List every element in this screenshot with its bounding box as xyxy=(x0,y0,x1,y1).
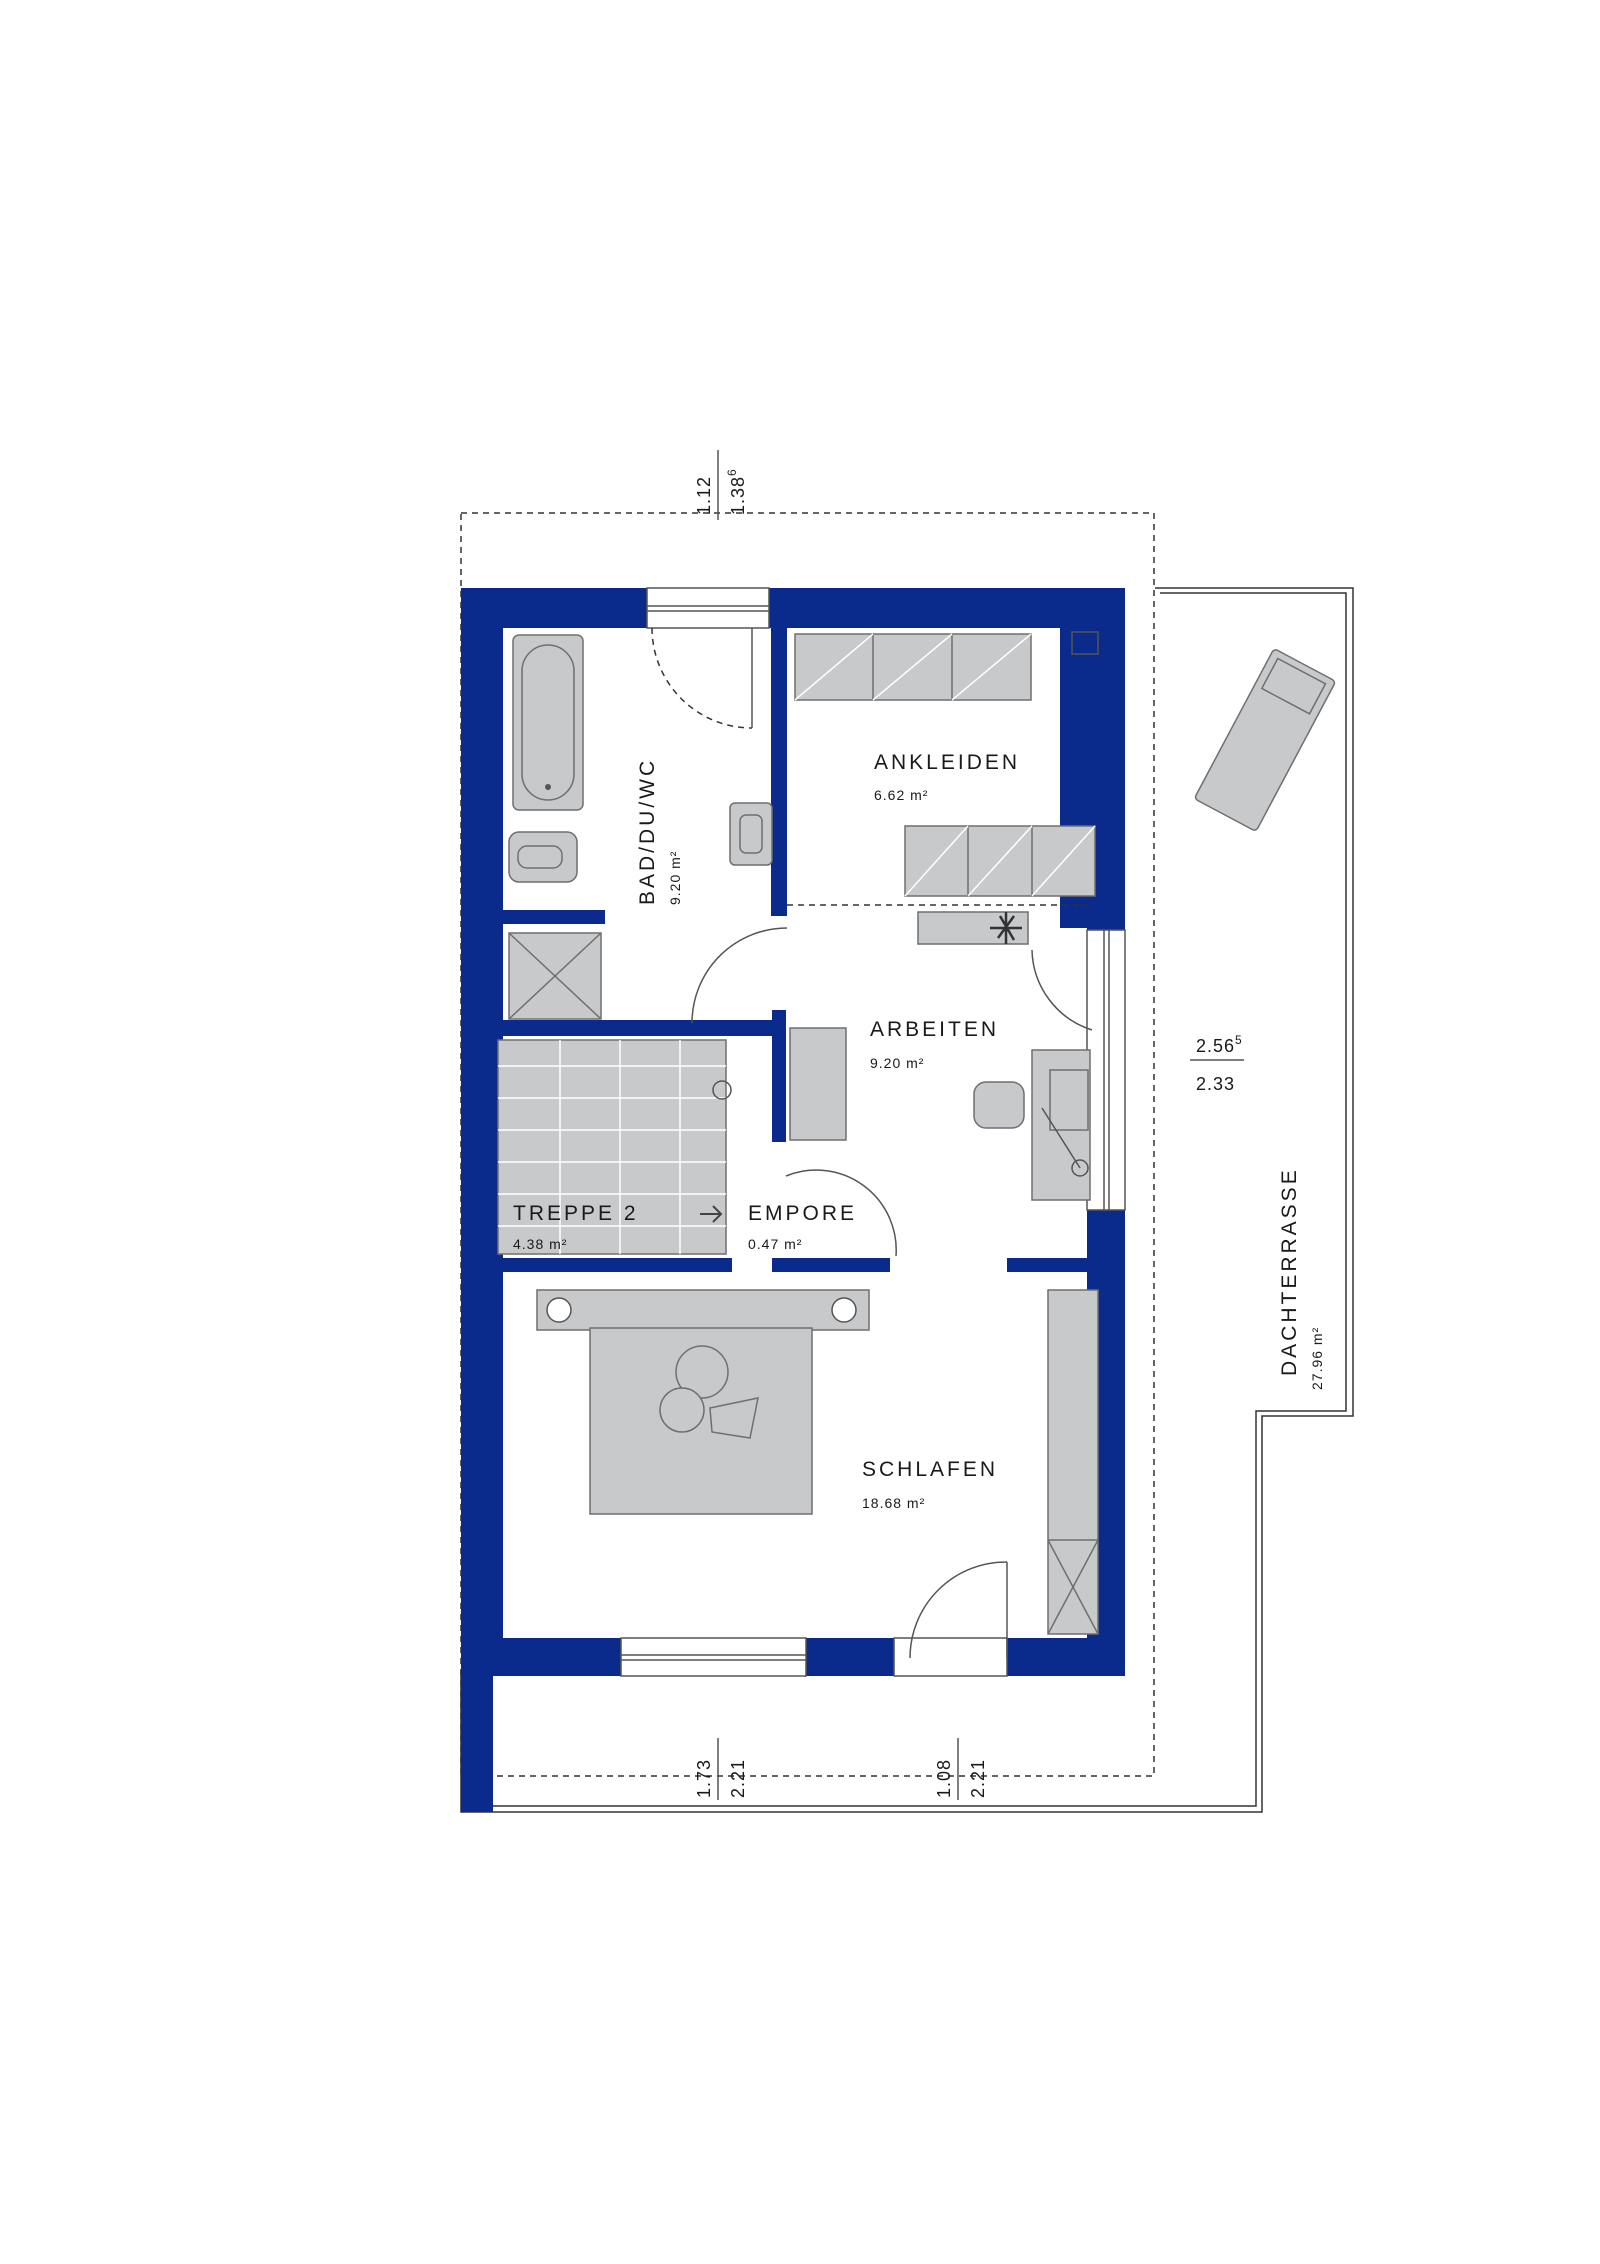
dim-top-b: 1.386 xyxy=(725,468,748,515)
room-label-bad: BAD/DU/WC xyxy=(636,758,659,905)
wardrobe-icon xyxy=(794,633,1032,701)
bed-icon xyxy=(536,1289,870,1515)
window-icon xyxy=(1086,929,1126,1211)
toilet-icon xyxy=(508,831,578,883)
dimension-bottom-right: 1.08 2.21 xyxy=(934,1738,988,1800)
shower-icon xyxy=(508,932,602,1020)
door-icon xyxy=(909,1561,1008,1659)
staircase-icon xyxy=(497,1039,732,1255)
room-area-dachterrasse: 27.96 m² xyxy=(1309,1327,1325,1390)
room-area-empore: 0.47 m² xyxy=(748,1236,802,1252)
window-icon xyxy=(646,587,770,629)
window-icon xyxy=(620,1637,807,1677)
chair-icon xyxy=(973,1081,1025,1129)
wardrobe-icon xyxy=(904,825,1096,897)
room-area-ankleiden: 6.62 m² xyxy=(874,787,928,803)
door-icon xyxy=(651,627,753,729)
desk-icon xyxy=(917,911,1091,1201)
room-label-arbeiten: ARBEITEN xyxy=(870,1018,999,1041)
room-area-bad: 9.20 m² xyxy=(667,851,683,905)
sink-icon xyxy=(729,802,773,866)
terrace-outline-inner xyxy=(492,592,1347,1807)
room-label-empore: EMPORE xyxy=(748,1202,857,1225)
dim-bottom-right-a: 1.08 xyxy=(934,1759,954,1798)
dimension-right: 2.565 2.33 xyxy=(1190,1033,1244,1094)
room-label-treppe: TREPPE 2 xyxy=(513,1202,639,1225)
walls xyxy=(461,588,1125,1812)
dim-bottom-left-a: 1.73 xyxy=(694,1759,714,1798)
dim-bottom-left-b: 2.21 xyxy=(728,1759,748,1798)
room-area-arbeiten: 9.20 m² xyxy=(870,1055,924,1071)
sunlounger-icon xyxy=(1194,649,1336,831)
room-area-schlafen: 18.68 m² xyxy=(862,1495,925,1511)
door-icon xyxy=(785,1169,897,1257)
dim-top-a: 1.12 xyxy=(694,476,714,515)
room-label-schlafen: SCHLAFEN xyxy=(862,1458,998,1481)
room-label-ankleiden: ANKLEIDEN xyxy=(874,751,1020,774)
shelf-icon xyxy=(789,1027,847,1141)
door-icon xyxy=(691,927,788,1024)
dim-right-a: 2.565 xyxy=(1196,1033,1243,1056)
room-area-treppe: 4.38 m² xyxy=(513,1236,567,1252)
dimension-top: 1.12 1.386 xyxy=(694,450,748,520)
room-label-dachterrasse: DACHTERRASSE xyxy=(1278,1167,1301,1376)
door-icon xyxy=(1031,949,1093,1031)
bathtub-icon xyxy=(512,634,584,811)
dimension-bottom-left: 1.73 2.21 xyxy=(694,1738,748,1800)
wardrobe-icon xyxy=(1047,1289,1099,1635)
dim-right-b: 2.33 xyxy=(1196,1074,1235,1094)
dim-bottom-right-b: 2.21 xyxy=(968,1759,988,1798)
plant-icon xyxy=(990,912,1022,944)
